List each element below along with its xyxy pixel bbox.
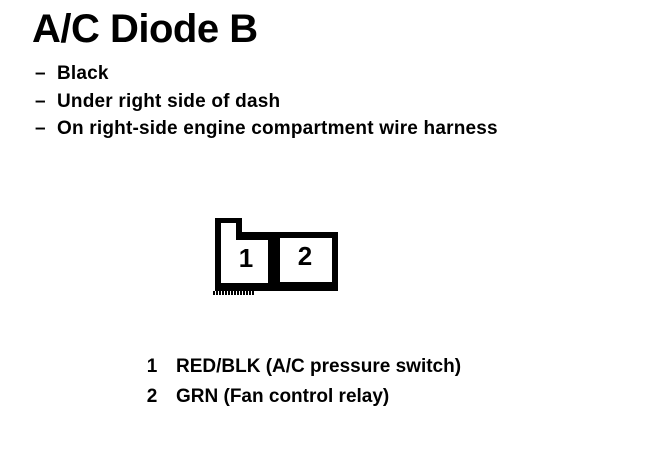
legend-row: 2 GRN (Fan control relay) bbox=[144, 382, 461, 412]
connector-pinout-diagram: 1 2 bbox=[215, 218, 338, 291]
cavity-2-number: 2 bbox=[298, 241, 312, 271]
note-dash: – bbox=[35, 118, 46, 139]
cavity-1-number: 1 bbox=[239, 243, 253, 273]
print-artifact-marks bbox=[213, 291, 254, 295]
page-title: A/C Diode B bbox=[32, 7, 258, 51]
connector-cavity-1 bbox=[221, 223, 268, 283]
note-dash: – bbox=[35, 90, 46, 112]
pin-legend: 1 RED/BLK (A/C pressure switch) 2 GRN (F… bbox=[144, 352, 461, 412]
legend-wire-label: GRN (Fan control relay) bbox=[176, 386, 390, 407]
note-item: –Under right side of dash bbox=[35, 88, 498, 116]
note-text: Under right side of dash bbox=[57, 90, 281, 112]
legend-pin-number: 1 bbox=[146, 356, 158, 377]
legend-pin-number: 2 bbox=[146, 386, 158, 407]
note-item: –On right-side engine compartment wire h… bbox=[35, 115, 498, 143]
note-dash: – bbox=[35, 63, 46, 84]
legend-wire-label: RED/BLK (A/C pressure switch) bbox=[176, 356, 462, 377]
note-text: On right-side engine compartment wire ha… bbox=[57, 118, 498, 139]
notes-list: –Black –Under right side of dash –On rig… bbox=[35, 60, 498, 143]
connector-cavity-2 bbox=[280, 238, 332, 282]
note-text: Black bbox=[57, 63, 109, 84]
note-item: –Black bbox=[35, 60, 498, 88]
legend-row: 1 RED/BLK (A/C pressure switch) bbox=[144, 352, 461, 382]
